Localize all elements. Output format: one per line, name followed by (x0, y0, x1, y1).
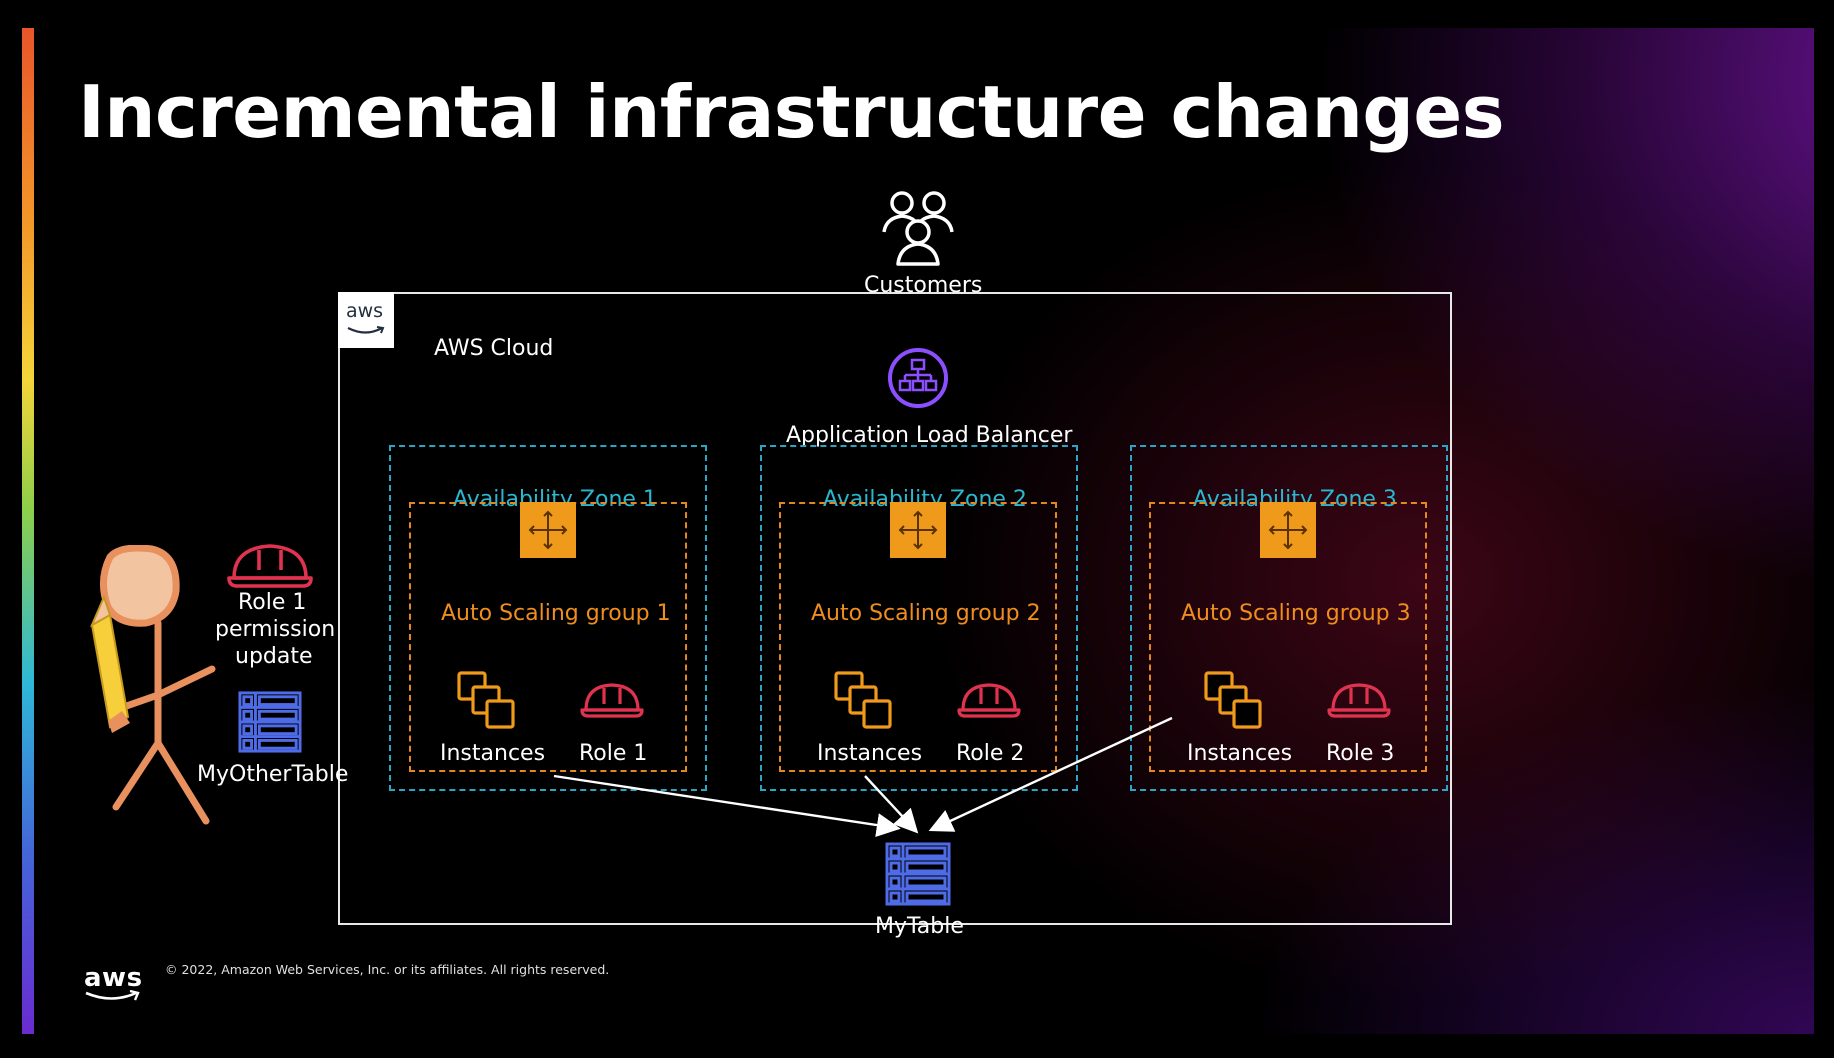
role-1-label: Role 1 (579, 741, 648, 766)
stick-figure-illustration (89, 545, 216, 825)
auto-scaling-icon (1260, 502, 1316, 558)
instances-icon (834, 671, 892, 729)
auto-scaling-icon (890, 502, 946, 558)
instances-2-label: Instances (817, 741, 923, 766)
users-icon (882, 191, 954, 266)
auto-scaling-group-3-label: Auto Scaling group 3 (1181, 601, 1411, 626)
role-helmet-icon (227, 544, 313, 588)
auto-scaling-icon (520, 502, 576, 558)
aws-cloud-container (338, 292, 1452, 925)
copyright-notice: © 2022, Amazon Web Services, Inc. or its… (165, 962, 610, 977)
auto-scaling-arrows-icon (528, 510, 568, 550)
availability-zone-2 (760, 445, 1078, 791)
aws-smile-icon (85, 990, 140, 1001)
footer-aws-logo: aws (84, 963, 143, 993)
availability-zone-1 (389, 445, 707, 791)
role-helmet-icon (957, 683, 1021, 718)
side-update-label: update (235, 644, 313, 669)
pencil-icon (89, 594, 130, 733)
auto-scaling-group-2-label: Auto Scaling group 2 (811, 601, 1041, 626)
role-helmet-icon (1327, 683, 1391, 718)
role-3-label: Role 3 (1326, 741, 1395, 766)
auto-scaling-arrows-icon (1268, 510, 1308, 550)
role-helmet-icon (580, 683, 644, 718)
rainbow-accent-bar (22, 28, 34, 1034)
arrow-zone3-to-mytable (928, 716, 1173, 832)
side-permission-label: permission (215, 617, 336, 642)
aws-cloud-label: AWS Cloud (434, 336, 554, 361)
role-2-label: Role 2 (956, 741, 1025, 766)
side-role-label: Role 1 (238, 590, 307, 615)
aws-badge-text: aws (346, 300, 384, 322)
availability-zone-3 (1130, 445, 1448, 791)
arrow-zone1-to-mytable (553, 774, 901, 837)
instances-1-label: Instances (440, 741, 546, 766)
arrow-zone2-to-mytable (864, 775, 919, 834)
instances-3-label: Instances (1187, 741, 1293, 766)
instances-icon (457, 671, 515, 729)
aws-smile-icon (347, 326, 385, 334)
myothertable-label: MyOtherTable (197, 762, 349, 787)
mytable-label: MyTable (875, 914, 964, 939)
slide-title: Incremental infrastructure changes (78, 70, 1505, 154)
load-balancer-label: Application Load Balancer (786, 423, 1073, 448)
auto-scaling-arrows-icon (898, 510, 938, 550)
instances-icon (1204, 671, 1262, 729)
load-balancer-icon (888, 348, 948, 408)
aws-cloud-badge: aws (338, 292, 394, 348)
table-icon (238, 691, 302, 753)
table-icon (885, 842, 951, 906)
auto-scaling-group-1-label: Auto Scaling group 1 (441, 601, 671, 626)
